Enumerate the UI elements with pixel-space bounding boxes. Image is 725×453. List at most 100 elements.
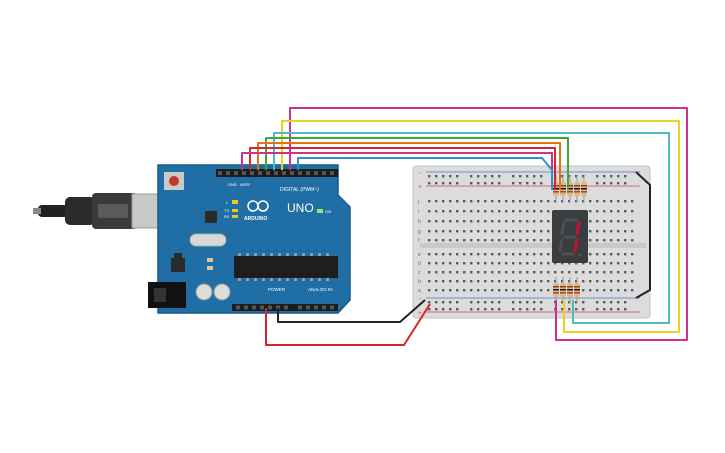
breadboard-hole[interactable] [526,200,529,203]
breadboard-hole[interactable] [512,230,515,233]
breadboard-hole[interactable] [470,308,473,311]
breadboard-hole[interactable] [540,230,543,233]
breadboard-hole[interactable] [470,175,473,178]
breadboard-hole[interactable] [610,230,613,233]
breadboard-hole[interactable] [617,200,620,203]
breadboard-hole[interactable] [456,301,459,304]
breadboard-hole[interactable] [505,220,508,223]
breadboard-hole[interactable] [547,253,550,256]
breadboard-hole[interactable] [526,262,529,265]
breadboard-hole[interactable] [491,271,494,274]
breadboard-hole[interactable] [449,220,452,223]
breadboard-hole[interactable] [526,239,529,242]
breadboard-hole[interactable] [498,200,501,203]
breadboard-hole[interactable] [470,271,473,274]
resistor[interactable] [567,277,573,303]
breadboard-hole[interactable] [442,230,445,233]
breadboard-hole[interactable] [470,182,473,185]
breadboard-hole[interactable] [540,308,543,311]
breadboard-hole[interactable] [470,289,473,292]
breadboard-hole[interactable] [456,308,459,311]
breadboard-hole[interactable] [491,175,494,178]
breadboard-hole[interactable] [484,301,487,304]
breadboard-hole[interactable] [582,271,585,274]
breadboard-hole[interactable] [603,271,606,274]
breadboard-hole[interactable] [484,200,487,203]
breadboard-hole[interactable] [547,239,550,242]
breadboard-hole[interactable] [617,280,620,283]
breadboard-hole[interactable] [449,289,452,292]
breadboard-hole[interactable] [631,253,634,256]
breadboard-hole[interactable] [505,230,508,233]
breadboard-hole[interactable] [603,239,606,242]
breadboard-hole[interactable] [463,220,466,223]
breadboard-hole[interactable] [624,220,627,223]
breadboard-hole[interactable] [617,253,620,256]
breadboard-hole[interactable] [610,280,613,283]
breadboard-hole[interactable] [498,210,501,213]
breadboard-hole[interactable] [470,220,473,223]
breadboard-hole[interactable] [428,262,431,265]
breadboard-hole[interactable] [610,210,613,213]
breadboard-hole[interactable] [498,220,501,223]
breadboard-hole[interactable] [526,182,529,185]
breadboard-hole[interactable] [498,280,501,283]
breadboard-hole[interactable] [617,182,620,185]
breadboard-hole[interactable] [540,253,543,256]
breadboard-hole[interactable] [575,280,578,283]
breadboard-hole[interactable] [533,200,536,203]
breadboard-hole[interactable] [428,253,431,256]
breadboard-hole[interactable] [498,289,501,292]
breadboard-hole[interactable] [596,262,599,265]
breadboard-hole[interactable] [477,200,480,203]
breadboard-hole[interactable] [603,253,606,256]
breadboard-hole[interactable] [449,175,452,178]
breadboard-hole[interactable] [568,308,571,311]
breadboard-hole[interactable] [512,200,515,203]
breadboard-hole[interactable] [498,182,501,185]
breadboard-hole[interactable] [477,308,480,311]
breadboard-hole[interactable] [547,210,550,213]
breadboard-hole[interactable] [547,230,550,233]
breadboard-hole[interactable] [456,220,459,223]
breadboard-hole[interactable] [540,220,543,223]
breadboard-hole[interactable] [512,301,515,304]
breadboard-hole[interactable] [624,308,627,311]
breadboard-hole[interactable] [610,262,613,265]
breadboard-hole[interactable] [428,230,431,233]
breadboard-hole[interactable] [512,239,515,242]
arduino-uno-board[interactable]: DIGITAL (PWM~) AREF GND L TX RX ON ARDUI… [148,164,351,314]
breadboard-hole[interactable] [589,271,592,274]
breadboard-hole[interactable] [456,182,459,185]
breadboard-hole[interactable] [547,271,550,274]
wire-gnd[interactable] [277,299,426,323]
breadboard-hole[interactable] [442,262,445,265]
breadboard-hole[interactable] [617,271,620,274]
power-jack[interactable] [148,282,186,308]
breadboard-hole[interactable] [463,253,466,256]
breadboard-hole[interactable] [512,253,515,256]
breadboard-hole[interactable] [526,220,529,223]
resistor[interactable] [574,277,580,303]
breadboard-hole[interactable] [519,175,522,178]
breadboard-hole[interactable] [519,308,522,311]
breadboard-hole[interactable] [624,280,627,283]
breadboard-hole[interactable] [617,210,620,213]
breadboard-hole[interactable] [568,262,571,265]
breadboard-hole[interactable] [512,308,515,311]
breadboard-hole[interactable] [575,271,578,274]
breadboard-hole[interactable] [561,280,564,283]
breadboard-hole[interactable] [596,308,599,311]
breadboard-hole[interactable] [617,289,620,292]
breadboard-hole[interactable] [596,239,599,242]
breadboard-hole[interactable] [442,210,445,213]
breadboard-hole[interactable] [435,262,438,265]
breadboard-hole[interactable] [477,301,480,304]
breadboard-hole[interactable] [463,271,466,274]
breadboard-hole[interactable] [435,239,438,242]
breadboard-hole[interactable] [435,182,438,185]
breadboard-hole[interactable] [456,175,459,178]
breadboard-hole[interactable] [603,308,606,311]
breadboard-hole[interactable] [498,271,501,274]
